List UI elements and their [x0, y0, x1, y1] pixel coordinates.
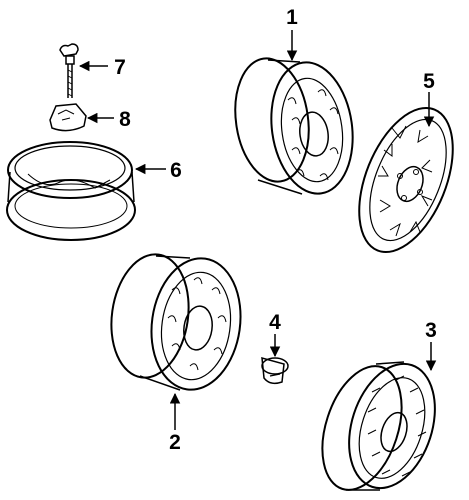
center-cap — [261, 356, 289, 385]
steel-wheel-bottom-right — [321, 361, 436, 491]
spare-rim — [6, 141, 136, 241]
wheel-cover — [358, 106, 454, 254]
spare-nut — [49, 103, 87, 132]
callout-7: 7 — [114, 56, 126, 79]
callout-leaders — [78, 30, 437, 430]
steel-wheel-bottom — [110, 253, 242, 391]
callout-5: 5 — [423, 70, 435, 93]
callout-6: 6 — [170, 159, 182, 182]
callout-labels: 1 2 3 4 5 6 7 8 — [114, 6, 437, 454]
callout-1: 1 — [286, 6, 298, 29]
callout-2: 2 — [169, 431, 181, 454]
callout-8: 8 — [119, 108, 131, 131]
callout-4: 4 — [269, 311, 281, 334]
callout-3: 3 — [425, 319, 437, 342]
wing-bolt — [59, 43, 79, 98]
steel-wheel-top — [234, 57, 354, 195]
